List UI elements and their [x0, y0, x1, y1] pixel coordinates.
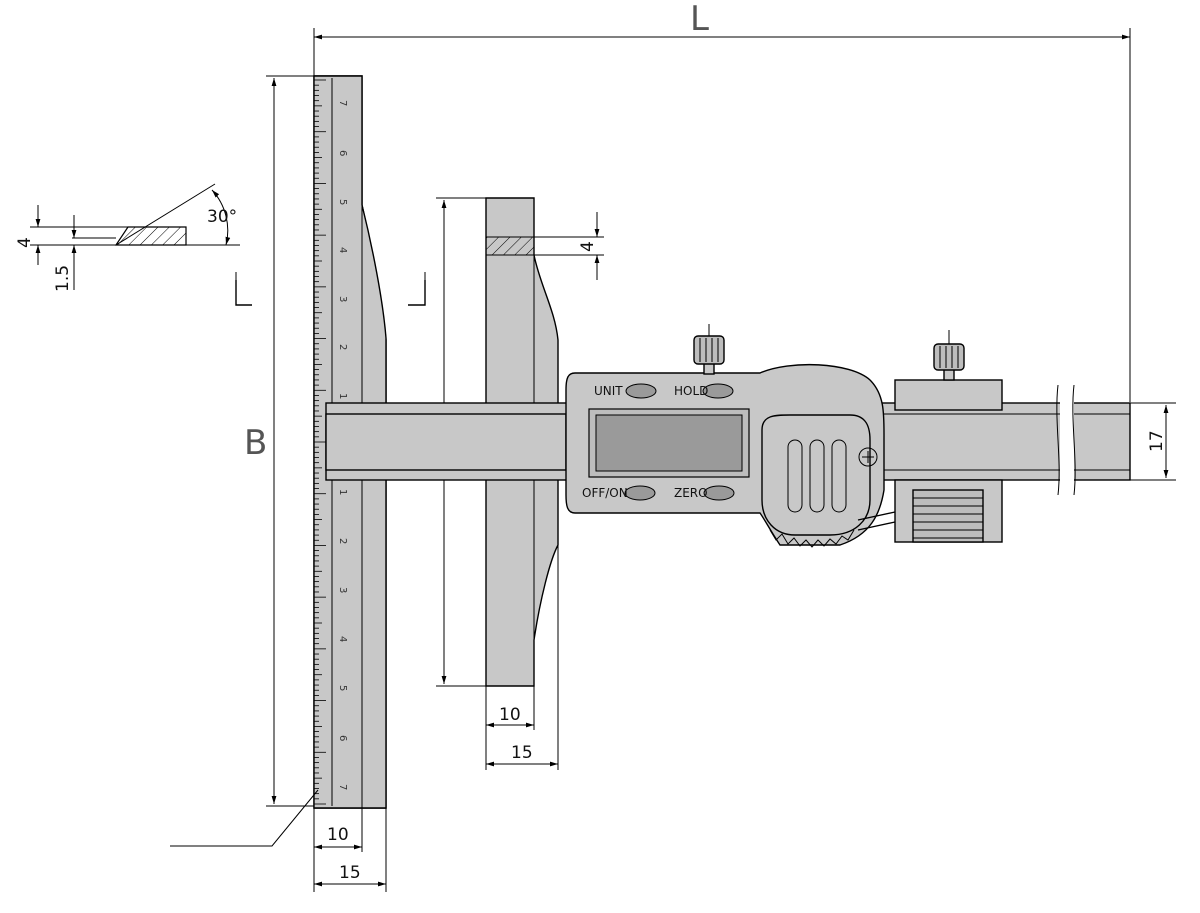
leader-line — [170, 789, 319, 847]
scale-number: 6 — [337, 735, 348, 741]
scale-number: 7 — [337, 100, 348, 106]
head-lock-screw[interactable] — [693, 324, 725, 375]
tip-offset-label: 1.5 — [53, 265, 73, 292]
left-blade-w15-label: 15 — [339, 863, 361, 883]
scale-number: 6 — [337, 150, 348, 156]
fine-adjust-slider — [857, 330, 1003, 543]
scale-number: 2 — [337, 538, 348, 544]
fine-adjust-wheel[interactable] — [912, 489, 984, 543]
overall-length-label: L — [690, 0, 709, 39]
scale-number: 4 — [337, 636, 348, 642]
left-blade-w10-label: 10 — [327, 825, 349, 845]
center-blade-w15-label: 15 — [511, 743, 533, 763]
left-scale-ticks: 7 6 5 4 3 2 1 1 2 3 4 5 6 7 — [314, 79, 348, 805]
off-on-label: OFF/ON — [582, 486, 628, 500]
slider-lock-screw[interactable] — [933, 330, 965, 381]
scale-number: 1 — [337, 489, 348, 495]
dimension-blade-length: B — [244, 75, 314, 807]
dimension-overall-length: L — [313, 0, 1131, 402]
beam-thickness-label: 17 — [1147, 430, 1167, 452]
tip-thickness-2-label: 4 — [578, 241, 598, 252]
readout-head: UNIT HOLD OFF/ON ZERO — [565, 324, 885, 548]
dimension-center-blade-width: 10 15 — [485, 545, 559, 770]
scale-number: 3 — [337, 296, 348, 302]
section-marks — [235, 272, 426, 306]
hold-label: HOLD — [674, 384, 708, 398]
unit-label: UNIT — [594, 384, 623, 398]
scale-number: 5 — [337, 685, 348, 691]
hold-button[interactable]: HOLD — [674, 383, 734, 399]
center-blade-w10-label: 10 — [499, 705, 521, 725]
zero-button[interactable]: ZERO — [674, 485, 735, 501]
dimension-left-blade-width: 10 15 — [313, 808, 387, 892]
blade-length-label: B — [244, 423, 267, 463]
tip-thickness-label: 4 — [15, 237, 35, 248]
scale-number: 5 — [337, 199, 348, 205]
tip-section-detail: 4 1.5 30° — [15, 183, 240, 292]
dimension-beam-thickness: 17 — [1130, 402, 1176, 481]
scale-number: 7 — [337, 784, 348, 790]
left-blade: 7 6 5 4 3 2 1 1 2 3 4 5 6 7 — [313, 75, 387, 809]
unit-button[interactable]: UNIT — [594, 383, 657, 399]
scale-number: 4 — [337, 247, 348, 253]
off-on-button[interactable]: OFF/ON — [582, 485, 656, 501]
tip-angle-label: 30° — [207, 207, 237, 227]
scale-number: 2 — [337, 344, 348, 350]
scale-number: 3 — [337, 587, 348, 593]
zero-label: ZERO — [674, 486, 708, 500]
scale-number: 1 — [337, 393, 348, 399]
